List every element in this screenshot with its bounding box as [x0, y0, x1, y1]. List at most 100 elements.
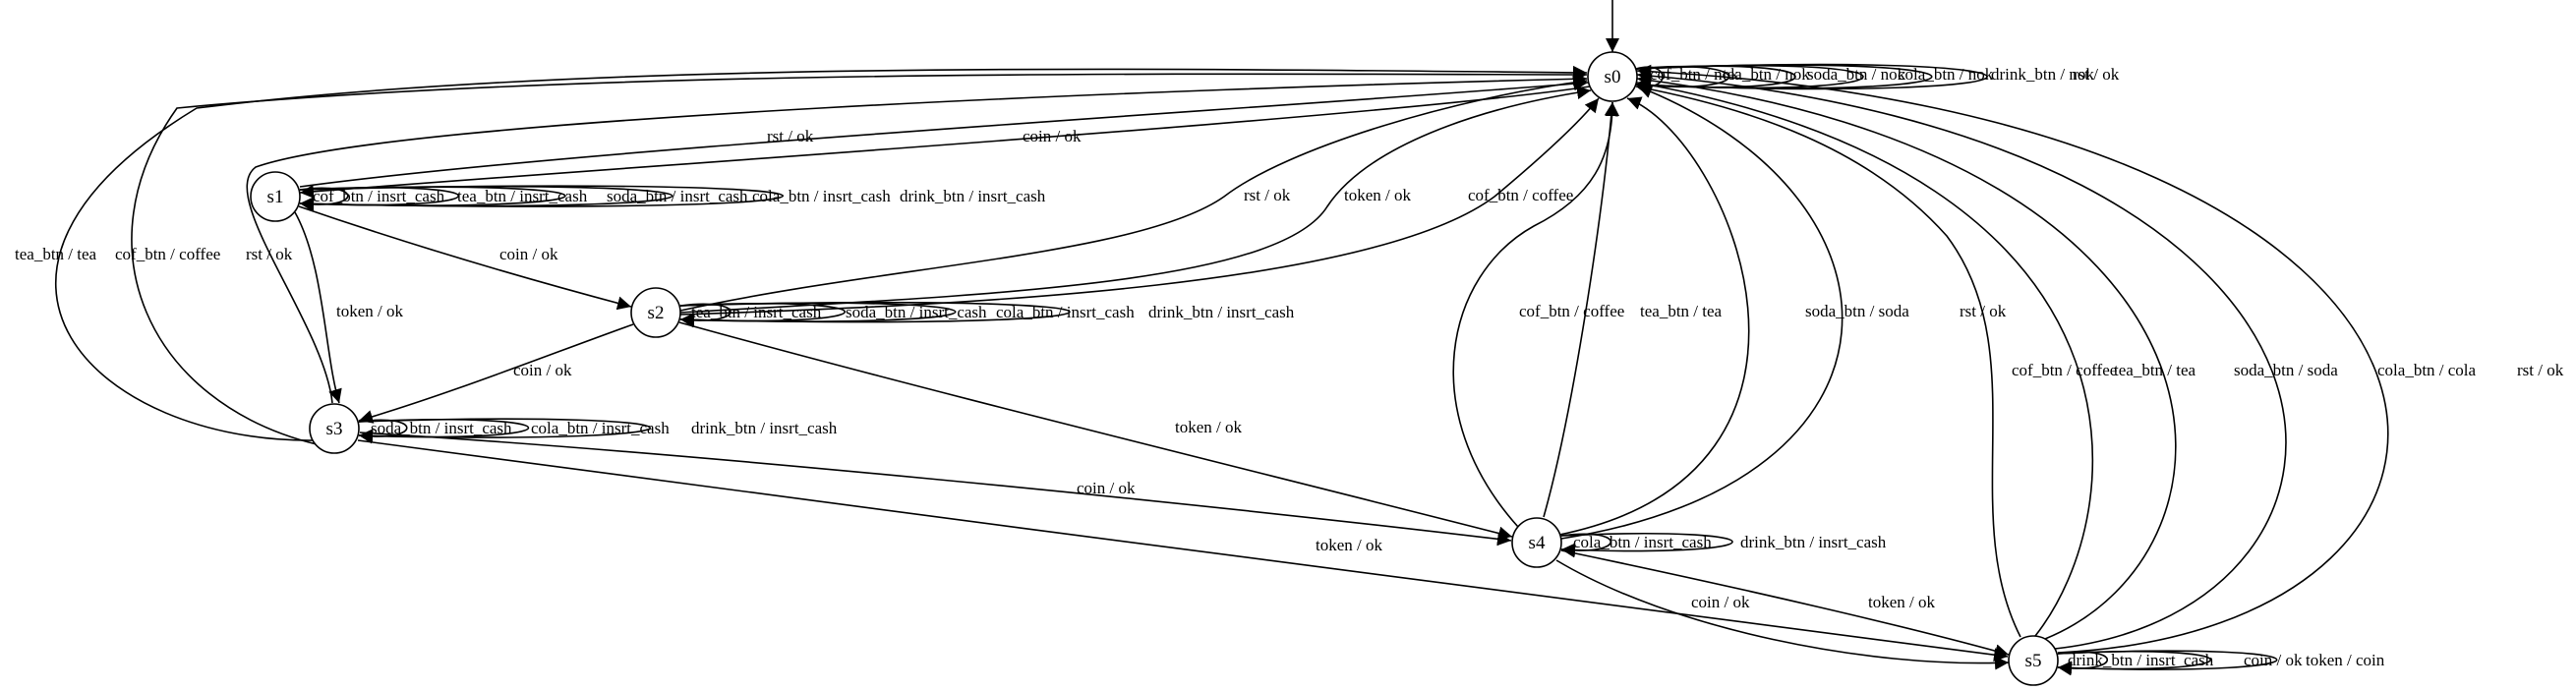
state-circle [250, 171, 301, 222]
state-label: s0 [1605, 67, 1621, 87]
transition-arrow [1636, 78, 2094, 637]
transition-edge: cof_btn / coffee [115, 67, 1588, 445]
transition-label: cof_btn / coffee [115, 245, 220, 263]
transition-edge: token / ok [678, 321, 1513, 541]
transition-label: token / ok [1868, 593, 1935, 611]
transition-arrow [294, 211, 342, 404]
transition-arrow [1560, 85, 1844, 540]
transition-arrow [679, 86, 1592, 314]
transition-edge: coin / ok [1555, 559, 2010, 670]
transition-label: token / ok [1316, 536, 1382, 554]
state-node-s0: s0 [1587, 51, 1638, 102]
transition-edge: token / ok [357, 439, 2009, 662]
transition-edge: coin / ok [359, 432, 1512, 547]
transition-edge: cof_btn / coffee [1635, 82, 2117, 638]
transition-edge: cola_btn / insrt_cash [1560, 533, 1712, 558]
transition-edge: tea_btn / tea [15, 65, 1588, 441]
transition-edge: rst / ok [679, 75, 1588, 312]
transition-edge: drink_btn / insrt_cash [299, 185, 1046, 211]
state-label: s4 [1529, 533, 1546, 553]
transition-label: soda_btn / insrt_cash [846, 303, 987, 321]
transition-label: soda_btn / soda [2234, 361, 2338, 379]
transition-arrow [679, 97, 1600, 316]
transition-edge: rst / ok [246, 72, 1588, 404]
transition-label: drink_btn / insrt_cash [1148, 303, 1295, 321]
transition-label: coin / ok [499, 245, 558, 263]
transition-edge: drink_btn / insrt_cash [679, 301, 1295, 327]
transition-arrow [131, 67, 1588, 445]
transition-arrow [246, 72, 1588, 404]
transition-edge: cof_btn / coffee [679, 97, 1600, 316]
transition-label: rst / ok [2073, 65, 2120, 84]
transition-label: token / ok [336, 302, 403, 320]
transition-label: cof_btn / coffee [2012, 361, 2117, 379]
state-node-s5: s5 [2008, 635, 2059, 686]
transition-label: soda_btn / soda [1805, 302, 1909, 320]
transition-label: token / ok [1344, 186, 1411, 204]
transition-label: tea_btn / tea [1640, 302, 1723, 320]
transition-label: tea_btn / tea [15, 245, 97, 263]
state-circle [630, 287, 681, 338]
transition-edge: tea_btn / tea [1543, 101, 1723, 518]
transition-edge: token / ok [1560, 549, 2010, 658]
transition-arrow [679, 75, 1588, 312]
transition-arrow [1636, 69, 2287, 650]
transition-arrow [2057, 650, 2278, 675]
transition-arrow [358, 323, 634, 424]
transition-label: coin / ok [513, 361, 572, 379]
transition-label: drink_btn / insrt_cash [900, 187, 1046, 205]
transition-label: tea_btn / insrt_cash [691, 303, 822, 321]
transition-edge: coin / ok [298, 205, 632, 311]
transition-label: cof_btn / coffee [1468, 186, 1573, 204]
transition-label: soda_btn / nok [1807, 65, 1906, 84]
state-node-s3: s3 [309, 403, 360, 454]
transition-arrow [679, 301, 1071, 327]
state-label: s2 [648, 303, 665, 323]
transition-edge: rst / ok [1635, 63, 2120, 92]
transition-edge: rst / ok [299, 77, 1589, 188]
transition-label: rst / ok [767, 127, 814, 145]
state-circle [309, 403, 360, 454]
transition-label: cola_btn / insrt_cash [752, 187, 891, 205]
transition-label: rst / ok [246, 245, 293, 263]
transition-label: drink_btn / insrt_cash [1740, 533, 1887, 551]
transition-edge: drink_btn / insrt_cash [358, 418, 838, 443]
transition-edge: soda_btn / soda [1558, 96, 1909, 536]
transition-label: coin / ok [1023, 127, 1082, 145]
transition-edge: cof_btn / coffee [1452, 101, 1624, 528]
transition-edge: cola_btn / cola [1636, 69, 2477, 650]
transition-edge: token / ok [679, 86, 1592, 314]
transition-edge: coin / ok [299, 86, 1591, 199]
transition-label: token / coin [2306, 651, 2385, 669]
transition-label: tea_btn / tea [2114, 361, 2196, 379]
transition-label: soda_btn / insrt_cash [371, 419, 512, 437]
transition-arrow [678, 321, 1513, 541]
transition-edge: token / coin [2057, 650, 2385, 675]
transition-arrow [1560, 549, 2010, 658]
state-node-s1: s1 [250, 171, 301, 222]
transition-arrow [1555, 559, 2010, 670]
transition-label: drink_btn / insrt_cash [2068, 651, 2214, 669]
state-circle [2008, 635, 2059, 686]
state-label: s3 [326, 419, 343, 439]
transition-arrow [357, 439, 2009, 662]
transition-label: cola_btn / cola [2377, 361, 2477, 379]
transition-label: cof_btn / insrt_cash [313, 187, 445, 205]
transition-edge: token / ok [294, 211, 403, 404]
transition-edge: rst / ok [1560, 85, 2007, 540]
transition-arrow [358, 418, 651, 443]
transition-arrow [1636, 73, 2177, 640]
state-circle [1511, 517, 1562, 568]
transition-arrow [1452, 101, 1619, 528]
transition-label: cola_btn / nok [1898, 65, 1994, 84]
transition-label: coin / ok [1691, 593, 1750, 611]
transition-label: rst / ok [1244, 186, 1291, 204]
transition-arrow [299, 185, 784, 211]
transition-arrow [299, 86, 1591, 199]
transition-edge: tea_btn / tea [1636, 78, 2196, 637]
transition-label: coin / ok [1077, 479, 1136, 497]
transition-arrow [299, 77, 1589, 188]
transition-edge: soda_btn / soda [1636, 73, 2338, 640]
transition-arrow [1560, 532, 1733, 557]
